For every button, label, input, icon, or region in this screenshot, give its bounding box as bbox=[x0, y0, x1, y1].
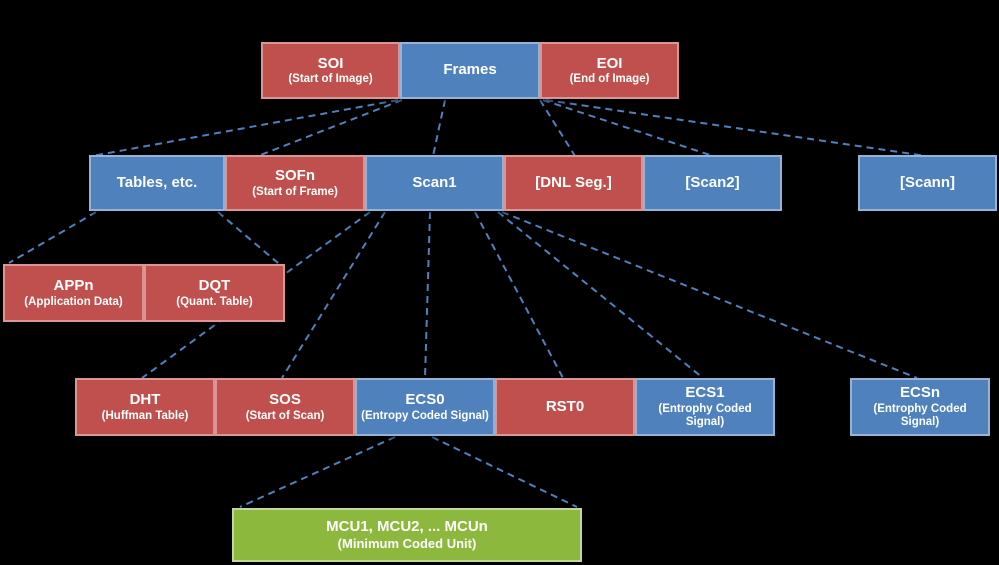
block-dht-title: DHT bbox=[129, 391, 161, 409]
block-sos-subtitle: (Start of Scan) bbox=[245, 409, 325, 422]
connector-top-to-scann bbox=[545, 99, 927, 157]
block-rst0: RST0 bbox=[495, 378, 635, 436]
connector-ecs0-to-mcu-right bbox=[431, 436, 578, 508]
block-mcu-subtitle: (Minimum Coded Unit) bbox=[337, 535, 477, 551]
block-rst0-title: RST0 bbox=[545, 397, 585, 415]
block-ecs0: ECS0 (Entropy Coded Signal) bbox=[355, 378, 495, 436]
block-ecsn-title: ECSn bbox=[899, 384, 940, 402]
block-dht: DHT (Huffman Table) bbox=[75, 378, 215, 436]
block-eoi: EOI (End of Image) bbox=[540, 42, 679, 99]
block-sofn-subtitle: (Start of Frame) bbox=[252, 185, 338, 198]
block-tables-title: Tables, etc. bbox=[116, 173, 198, 191]
block-scan2-title: [Scan2] bbox=[685, 173, 740, 191]
connector-top-to-tables bbox=[91, 99, 399, 157]
block-scan1: Scan1 bbox=[365, 155, 504, 211]
block-dnl-title: [DNL Seg.] bbox=[535, 173, 612, 191]
block-ecs0-subtitle: (Entropy Coded Signal) bbox=[361, 409, 489, 422]
block-mcu-title: MCU1, MCU2, ... MCUn bbox=[326, 518, 488, 536]
block-sofn-title: SOFn bbox=[275, 167, 315, 185]
connector-scan1-to-ecsn bbox=[501, 211, 918, 379]
block-eoi-subtitle: (End of Image) bbox=[569, 73, 650, 86]
block-ecsn: ECSn (Entrophy Coded Signal) bbox=[850, 378, 990, 436]
block-scan1-title: Scan1 bbox=[412, 173, 457, 191]
block-scann: [Scann] bbox=[858, 155, 997, 211]
connector-top-to-scan1 bbox=[432, 99, 446, 157]
block-dqt: DQT (Quant. Table) bbox=[144, 264, 285, 322]
block-ecs1: ECS1 (Entrophy Coded Signal) bbox=[635, 378, 775, 436]
block-frames-title: Frames bbox=[443, 61, 497, 79]
connector-top-to-scan2 bbox=[542, 99, 714, 157]
block-soi: SOI (Start of Image) bbox=[261, 42, 400, 99]
block-eoi-title: EOI bbox=[596, 54, 623, 72]
connector-top-to-sofn bbox=[257, 99, 403, 157]
block-scan2: [Scan2] bbox=[643, 155, 782, 211]
block-dnl-seg: [DNL Seg.] bbox=[504, 155, 643, 211]
connector-scan1-to-ecs1 bbox=[497, 211, 704, 379]
block-dqt-title: DQT bbox=[198, 277, 231, 295]
connector-scan1-to-rst0 bbox=[474, 211, 564, 379]
block-soi-subtitle: (Start of Image) bbox=[288, 73, 373, 86]
block-dqt-subtitle: (Quant. Table) bbox=[176, 295, 253, 308]
connector-tables-to-appn bbox=[8, 211, 97, 264]
connector-scan1-to-sos bbox=[281, 211, 386, 379]
block-ecs0-title: ECS0 bbox=[405, 391, 445, 409]
block-soi-title: SOI bbox=[317, 54, 344, 72]
block-mcu: MCU1, MCU2, ... MCUn (Minimum Coded Unit… bbox=[232, 508, 582, 562]
block-dht-subtitle: (Huffman Table) bbox=[101, 409, 189, 422]
block-appn: APPn (Application Data) bbox=[3, 264, 144, 322]
block-ecsn-subtitle: (Entrophy Coded Signal) bbox=[873, 403, 967, 429]
connector-ecs0-to-mcu-left bbox=[239, 436, 396, 508]
block-sos-title: SOS bbox=[269, 391, 301, 409]
connector-scan1-to-ecs0 bbox=[424, 211, 431, 379]
block-appn-subtitle: (Application Data) bbox=[24, 295, 123, 308]
block-sofn: SOFn (Start of Frame) bbox=[225, 155, 365, 211]
block-ecs1-subtitle: (Entrophy Coded Signal) bbox=[658, 403, 752, 429]
block-tables-etc: Tables, etc. bbox=[89, 155, 225, 211]
block-sos: SOS (Start of Scan) bbox=[215, 378, 355, 436]
connector-tables-to-dqt bbox=[217, 211, 279, 264]
block-scann-title: [Scann] bbox=[899, 173, 955, 191]
block-ecs1-title: ECS1 bbox=[685, 384, 725, 402]
block-frames: Frames bbox=[400, 42, 540, 99]
block-appn-title: APPn bbox=[53, 277, 94, 295]
